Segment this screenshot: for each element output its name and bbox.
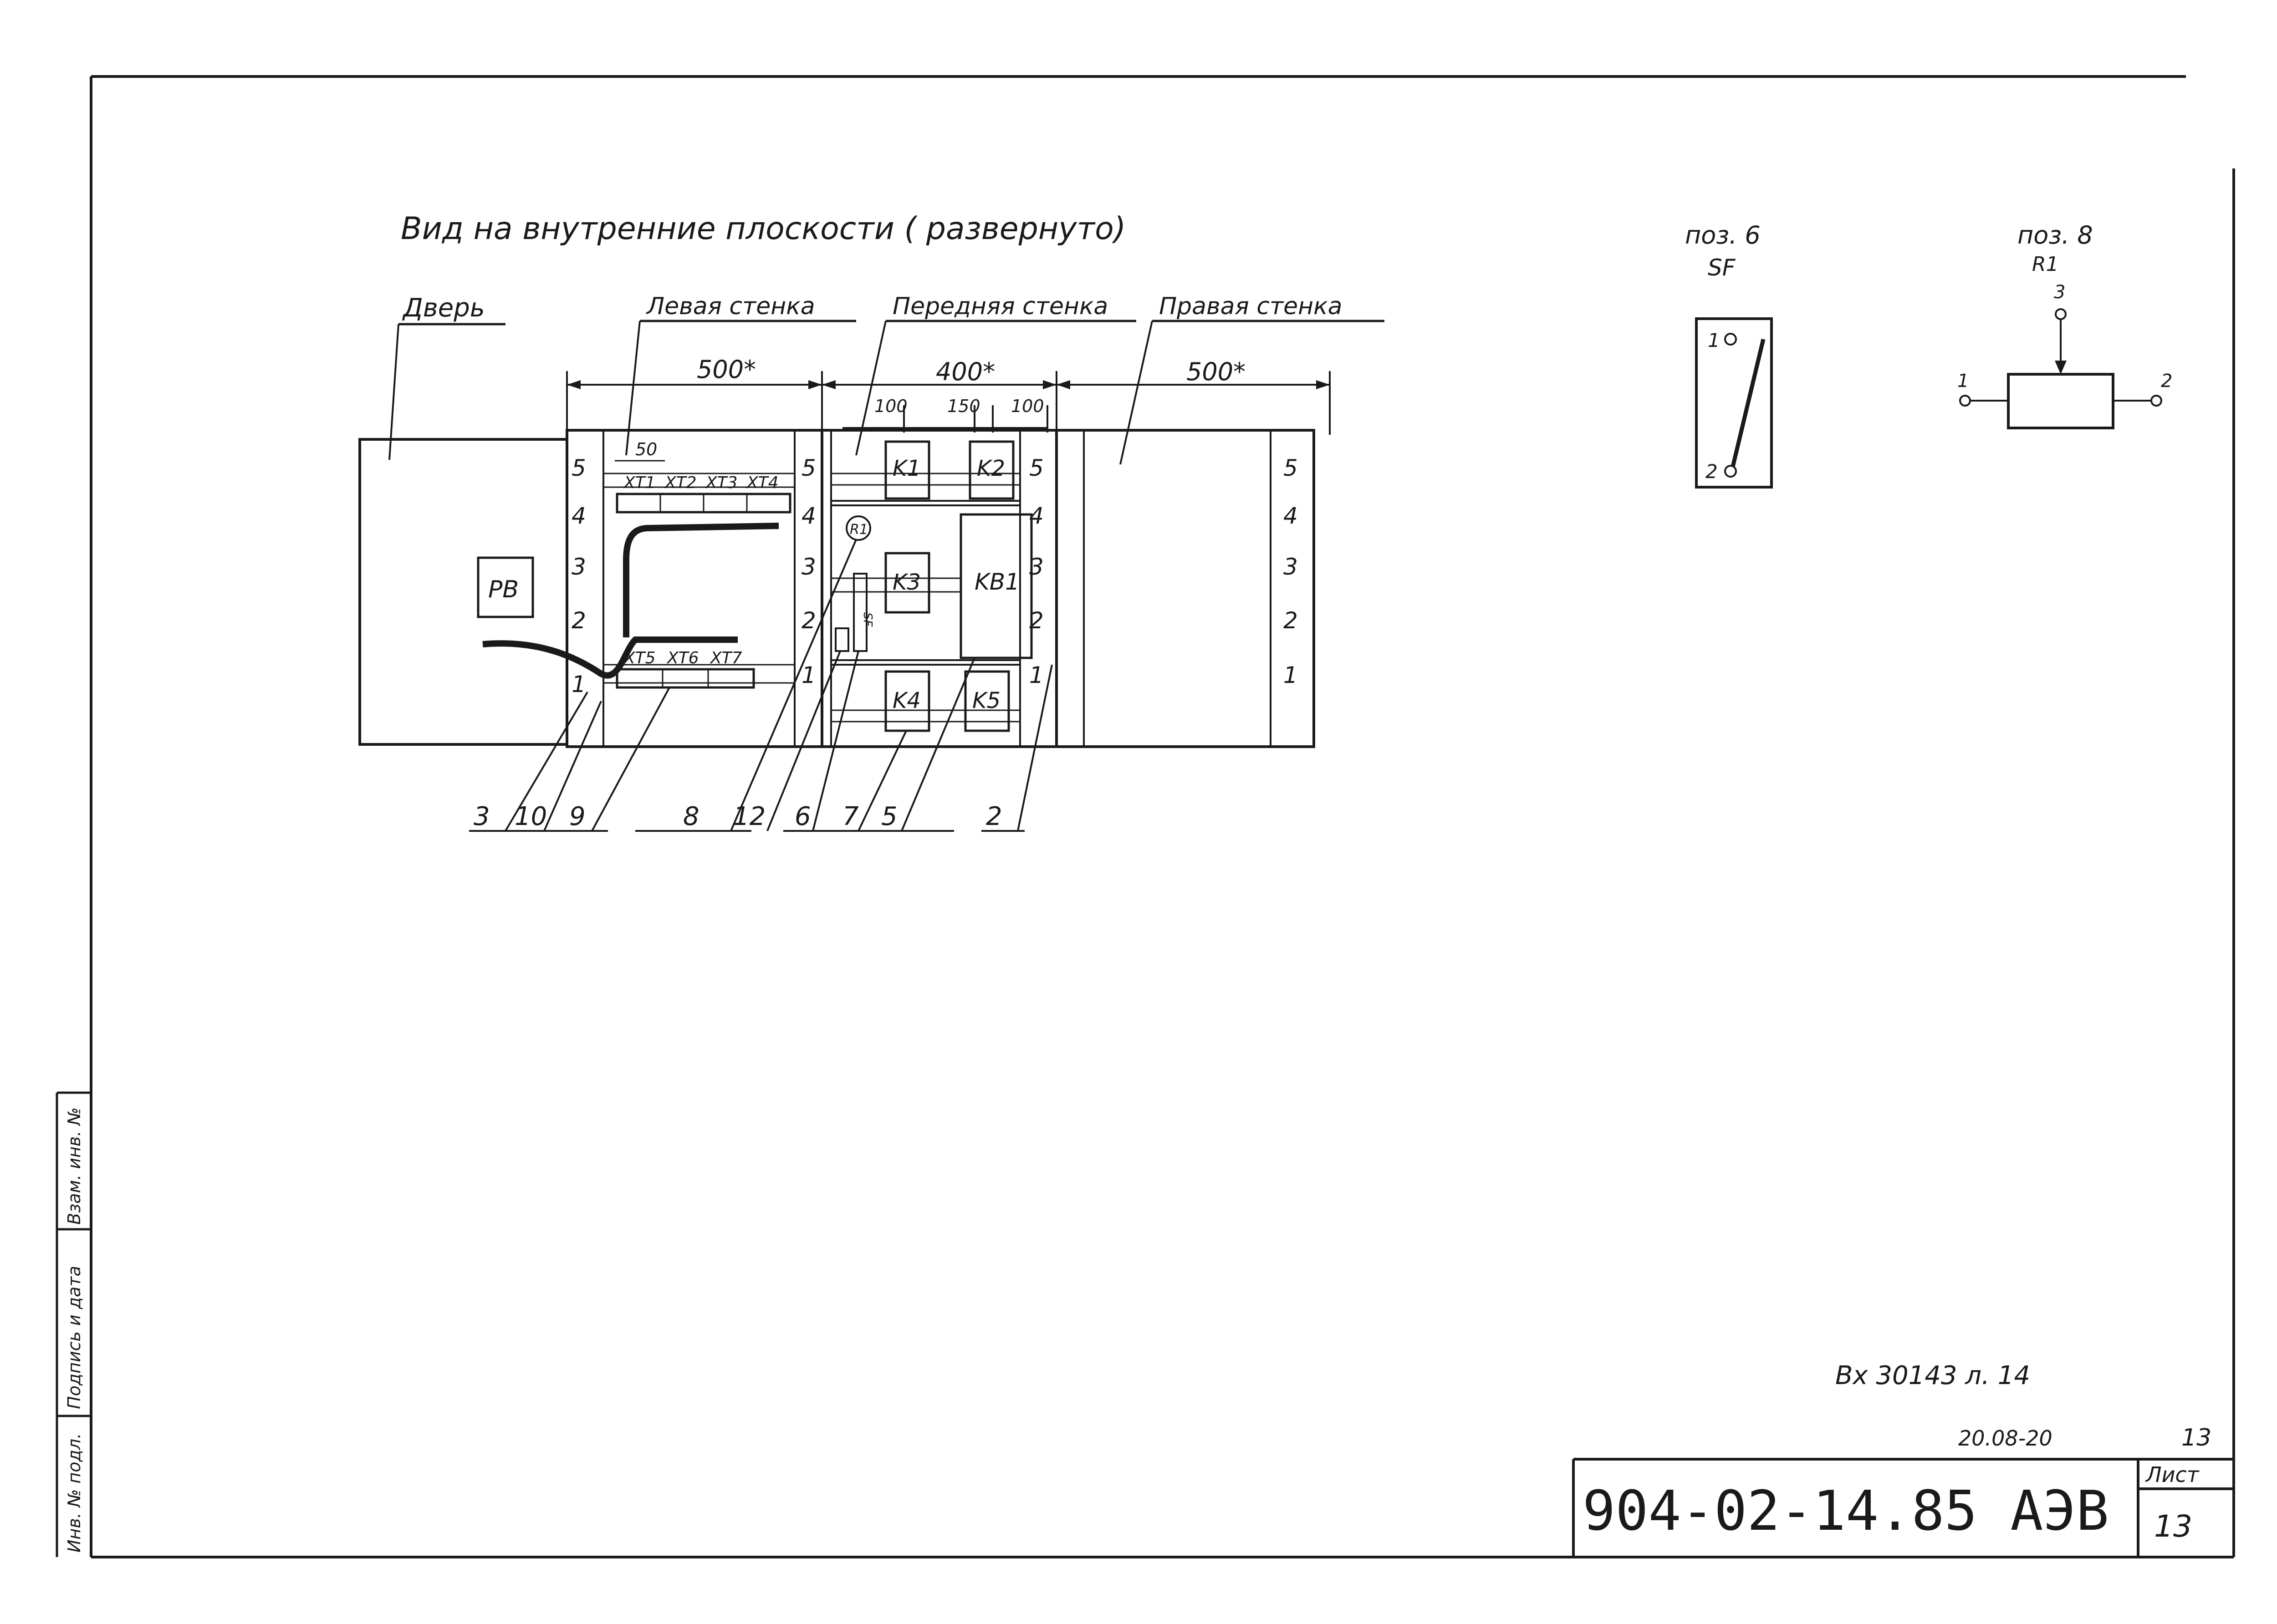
contactor-k2-label: K2 <box>977 456 1005 481</box>
dim-front-sub-3: 100 <box>1011 396 1044 416</box>
symbol-r1-pos: поз. 8 <box>2017 221 2093 249</box>
right-rail-mark-4: 4 <box>1283 503 1298 529</box>
symbol-r1-pin-left: 1 <box>1957 371 1969 392</box>
callout-10: 10 <box>515 802 547 831</box>
side-stamp-replace-inv: Взам. инв. № <box>64 1107 84 1225</box>
relay-kb1-box <box>960 513 1033 659</box>
date-note: 20.08-20 <box>1958 1426 2052 1451</box>
symbol-sf-pos: поз. 6 <box>1685 221 1761 249</box>
contactor-k1-box <box>884 440 930 500</box>
symbol-r1-name: R1 <box>2032 253 2059 276</box>
internal-cable <box>623 523 779 637</box>
document-code: 904-02-14.85 АЭВ <box>1583 1480 2109 1543</box>
callout-7: 7 <box>842 802 859 831</box>
terminal-xt4: XT4 <box>746 473 779 492</box>
callout-12: 12 <box>733 802 766 831</box>
title-block: 904-02-14.85 АЭВ Лист 13 <box>1572 1458 2234 1557</box>
symbol-sf-name: SF <box>1708 255 1736 281</box>
front-rail-mark-3b: 3 <box>1029 554 1044 580</box>
sheet-number: 13 <box>2154 1509 2192 1544</box>
side-stamp-signature-date: Подпись и дата <box>64 1266 84 1409</box>
drawing-title: Вид на внутренние плоскости ( развернуто… <box>401 211 1126 247</box>
dim-right-width: 500* <box>1186 357 1246 386</box>
callout-9: 9 <box>569 802 586 831</box>
panel-headings: Дверь Левая стенка Передняя стенка Права… <box>388 293 1384 465</box>
side-stamp-inv-podl: Инв. № подл. <box>64 1433 84 1553</box>
terminal-xt2: XT2 <box>664 473 697 492</box>
terminal-xt3: XT3 <box>705 473 738 492</box>
front-rail-mark-2: 2 <box>802 607 816 634</box>
rail-mark-5: 5 <box>572 455 586 481</box>
contactor-k4-box <box>884 670 930 732</box>
dim-front-sub-2: 150 <box>947 396 980 416</box>
breaker-sf-box <box>853 573 868 652</box>
callout-2: 2 <box>986 802 1002 831</box>
relay-rv-label: РВ <box>488 576 519 603</box>
side-stamp: Инв. № подл. Подпись и дата Взам. инв. № <box>56 1091 91 1557</box>
sheet-label: Лист <box>2145 1462 2200 1487</box>
symbol-sf-pin-bottom: 2 <box>1705 460 1718 483</box>
symbol-r1-pin-right: 2 <box>2161 371 2172 392</box>
front-rail-mark-4b: 4 <box>1029 503 1044 529</box>
dim-terminal-offset: 50 <box>635 439 657 459</box>
contactor-k3-box <box>884 552 930 614</box>
rail-mark-3: 3 <box>572 554 586 580</box>
label-left-wall: Левая стенка <box>646 293 815 320</box>
label-right-wall: Правая стенка <box>1159 293 1342 320</box>
terminal-xt5: XT5 <box>623 649 656 667</box>
callout-6: 6 <box>795 802 811 831</box>
cable-bundle <box>482 636 738 679</box>
relay-rv-box <box>477 556 534 618</box>
label-front-wall: Передняя стенка <box>893 293 1108 320</box>
front-rail-mark-5: 5 <box>802 455 816 481</box>
relay-kb1-label: KB1 <box>975 569 1020 595</box>
right-wall-panel: 5 4 3 2 1 <box>1055 429 1315 748</box>
callouts: 3 10 9 8 12 6 7 5 2 <box>469 539 1053 832</box>
right-rail-mark-1: 1 <box>1283 662 1298 688</box>
front-rail-mark-4: 4 <box>802 503 816 529</box>
dim-front-width: 400* <box>936 357 995 386</box>
terminal-xt6: XT6 <box>666 649 699 667</box>
contactor-k5-label: K5 <box>972 688 1001 713</box>
rail-mark-4: 4 <box>572 503 586 529</box>
resistor-r1-mark <box>846 515 871 541</box>
terminal-xt1: XT1 <box>623 473 656 492</box>
contactor-k5-box <box>964 670 1010 732</box>
callout-3: 3 <box>474 802 490 831</box>
callout-8: 8 <box>683 802 699 831</box>
dim-left-width: 500* <box>697 355 756 384</box>
symbol-sf-pin-top: 1 <box>1708 329 1720 351</box>
right-rail-mark-5: 5 <box>1283 455 1298 481</box>
label-door: Дверь <box>402 293 485 323</box>
symbol-sf: поз. 6 SF 1 2 <box>1685 221 1773 489</box>
front-rail-mark-2b: 2 <box>1029 607 1044 634</box>
front-rail-mark-1: 1 <box>802 662 816 688</box>
terminal-xt7: XT7 <box>710 649 742 667</box>
dim-front-sub-1: 100 <box>874 396 908 416</box>
sheet-number-top: 13 <box>2181 1424 2211 1451</box>
sheet-frame <box>90 75 2235 1558</box>
right-rail-mark-3: 3 <box>1283 554 1298 580</box>
rail-mark-2: 2 <box>572 607 586 634</box>
left-wall-panel: XT1 XT2 XT3 XT4 50 XT5 XT6 XT7 5 4 3 2 1 <box>566 429 823 748</box>
contactor-k4-label: K4 <box>893 688 921 713</box>
symbol-r1: поз. 8 R1 3 1 2 <box>1957 221 2172 429</box>
symbol-r1-pin-top: 3 <box>2054 282 2065 303</box>
contactor-k1-label: K1 <box>893 456 921 481</box>
breaker-sf-label: SF <box>861 612 874 627</box>
front-rail-mark-3: 3 <box>802 554 816 580</box>
contactor-k2-box <box>969 440 1015 500</box>
terminal-block-bottom <box>616 668 755 689</box>
callout-5: 5 <box>881 802 898 831</box>
right-rail-mark-2: 2 <box>1283 607 1298 634</box>
handwritten-note: Вх 30143 л. 14 <box>1835 1361 2030 1390</box>
resistor-r1-label: R1 <box>850 522 868 538</box>
front-wall-panel: K1 K2 K3 KB1 K4 K5 R1 SF 5 4 3 2 1 5 4 3… <box>794 429 1058 748</box>
contactor-k3-label: K3 <box>893 570 921 595</box>
dimension-chain: 500* 400* 500* 100 150 100 <box>566 355 1331 435</box>
front-rail-mark-1b: 1 <box>1029 662 1044 688</box>
front-rail-mark-5b: 5 <box>1029 455 1044 481</box>
rail-mark-1: 1 <box>572 671 586 697</box>
